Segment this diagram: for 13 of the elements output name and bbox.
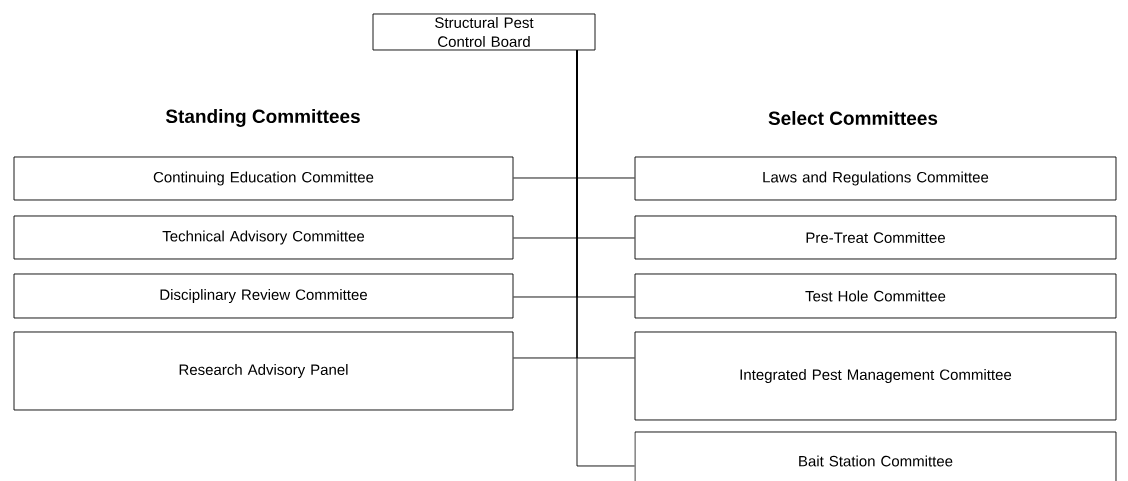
section-heading: Standing Committees: [165, 109, 360, 127]
committee-box: Laws and Regulations Committee: [634, 156, 1117, 201]
committee-box: Disciplinary Review Committee: [13, 273, 514, 319]
committee-box: Structural Pest Control Board: [372, 13, 596, 51]
committee-box: Pre-Treat Committee: [634, 215, 1117, 260]
committee-box: Integrated Pest Management Committee: [634, 331, 1117, 421]
committee-box: Technical Advisory Committee: [13, 215, 514, 260]
section-heading: Select Committees: [768, 111, 938, 125]
connector-line: [576, 50, 635, 467]
committee-box: Continuing Education Committee: [13, 156, 514, 201]
committee-box: Bait Station Committee: [634, 431, 1117, 481]
committee-box: Research Advisory Panel: [13, 331, 514, 411]
committee-box: Test Hole Committee: [634, 273, 1117, 319]
